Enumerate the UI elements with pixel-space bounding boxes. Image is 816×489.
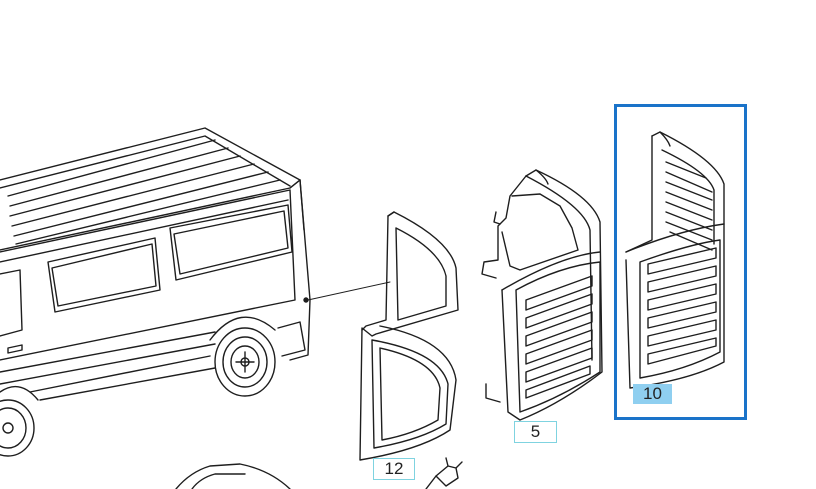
- part-12-lamp-gasket[interactable]: [359, 211, 459, 461]
- callout-part-5[interactable]: 5: [514, 421, 557, 443]
- part-10-lens-grille[interactable]: [625, 131, 725, 389]
- connector-bulb-socket: [425, 457, 463, 489]
- callout-part-10-selected[interactable]: 10: [633, 384, 672, 404]
- lower-part-outline: [175, 463, 291, 489]
- part-5-lamp-housing[interactable]: [481, 169, 603, 421]
- van-illustration: [0, 127, 391, 457]
- selection-highlight-box: [614, 104, 747, 420]
- callout-part-12[interactable]: 12: [373, 458, 415, 480]
